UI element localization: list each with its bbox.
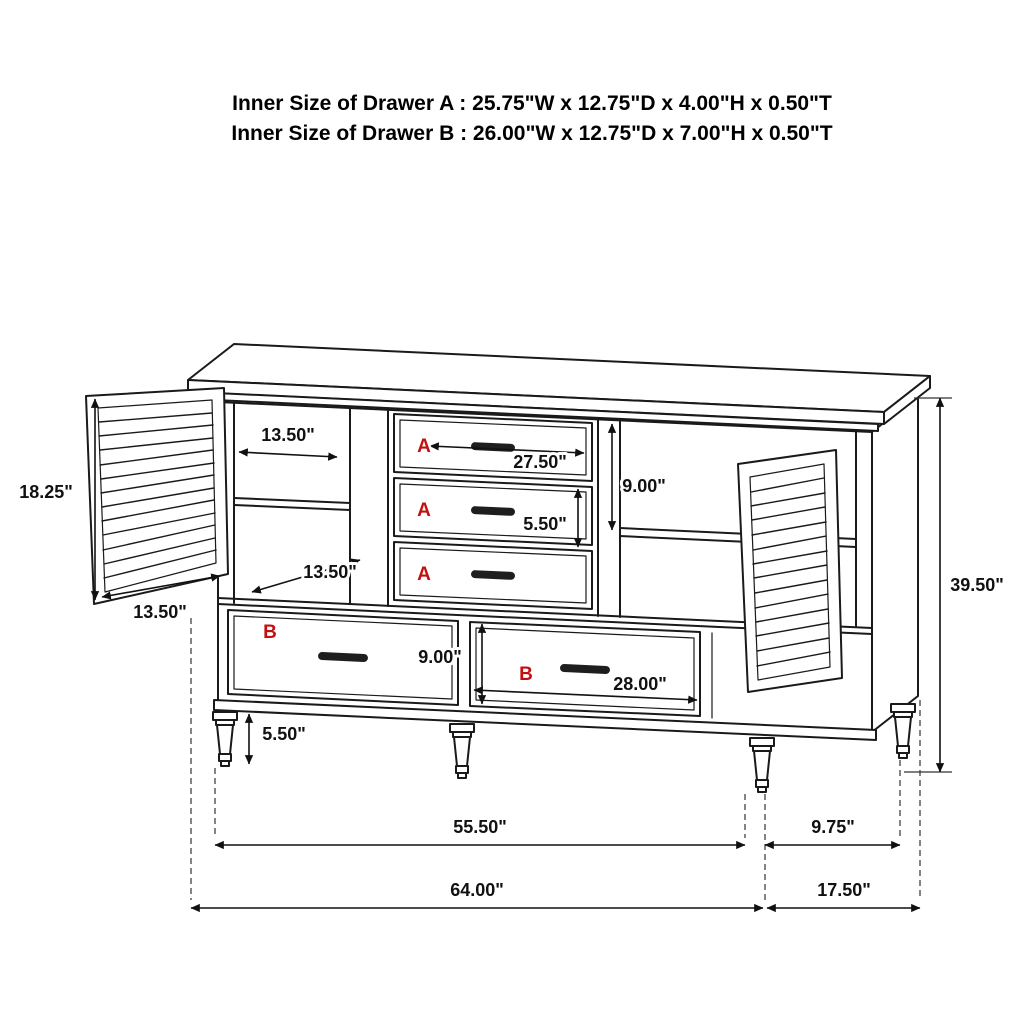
dim-overall-width: 64.00" [190, 877, 764, 913]
dim-shelf-depth-arrow [251, 558, 361, 594]
dim-drawer-a-height: 5.50" [520, 488, 583, 548]
dimensions: 13.50" 18.25" 13.50" 13.50" 27.50" 5.50"… [16, 397, 1007, 913]
dim-right-opening-height: 9.00" [607, 423, 669, 531]
left-door-louvers [98, 412, 217, 579]
dim-overall-depth-label: 17.50" [817, 880, 871, 900]
leg-front-right [749, 737, 775, 793]
dim-shelf-depth-label: 13.50" [303, 562, 357, 582]
dim-shelf-width-arrow [238, 448, 338, 461]
dim-overall-height-label: 39.50" [950, 575, 1004, 595]
dim-drawer-b-height-label: 9.00" [418, 647, 462, 667]
dim-back-leg-offset: 9.75" [764, 814, 901, 850]
dim-drawer-b-height: 9.00" [415, 623, 487, 705]
cabinet-right-side-panel [871, 395, 919, 733]
dim-left-door-height-label: 18.25" [19, 482, 73, 502]
left-door-open [85, 387, 229, 605]
title-line-1: Inner Size of Drawer A : 25.75"W x 12.75… [232, 92, 832, 115]
dim-drawer-a-width-arrow [429, 442, 585, 457]
cabinet-top [187, 343, 931, 432]
dim-left-door-width: 13.50" [101, 573, 221, 625]
title-line-2: Inner Size of Drawer B : 26.00"W x 12.75… [231, 122, 832, 145]
left-compartment-shelf [233, 497, 351, 511]
drawer-b-1-label: B [263, 622, 277, 643]
dim-drawer-a-width: 27.50" [429, 442, 585, 475]
drawer-b-1-handle [318, 652, 368, 662]
dim-drawer-a-width-label: 27.50" [513, 452, 567, 472]
dim-drawer-b-width-label: 28.00" [613, 674, 667, 694]
right-door-open [737, 449, 843, 693]
dim-shelf-width-label: 13.50" [261, 425, 315, 445]
legs [212, 703, 916, 793]
dim-left-door-width-arrow [101, 573, 221, 600]
right-door-frame [749, 463, 831, 681]
leg-front-left [212, 711, 238, 767]
top-right-edge [883, 375, 931, 425]
dim-overall-height: 39.50" [935, 397, 1007, 773]
base-molding [213, 699, 877, 741]
dim-leg-span-label: 55.50" [453, 817, 507, 837]
dim-left-door-width-label: 13.50" [133, 602, 187, 622]
dim-overall-width-label: 64.00" [450, 880, 504, 900]
leg-front-center [449, 723, 475, 779]
left-door-frame [97, 399, 217, 593]
drawer-a-1-label: A [417, 436, 431, 457]
dim-overall-depth: 17.50" [766, 877, 921, 913]
dim-drawer-a-height-label: 5.50" [523, 514, 567, 534]
left-door-panel [85, 387, 229, 605]
dim-shelf-depth-lower-left: 13.50" [251, 558, 361, 594]
drawer-b-2-handle [560, 664, 610, 674]
drawer-labels: A A A B B [261, 434, 536, 688]
drawer-a-3-handle [471, 570, 515, 580]
drawer-a-2-handle [471, 506, 515, 516]
dim-right-opening-height-label: 9.00" [622, 476, 666, 496]
drawer-b-2-label: B [519, 664, 533, 685]
dim-shelf-width-top-left: 13.50" [238, 422, 338, 461]
dim-leg-height-label: 5.50" [262, 724, 306, 744]
leg-back-right [890, 703, 916, 759]
dim-leg-height: 5.50" [244, 713, 309, 765]
drawer-a-3-label: A [417, 564, 431, 585]
dim-back-leg-offset-label: 9.75" [811, 817, 855, 837]
dim-drawer-b-width: 28.00" [473, 671, 698, 704]
dim-drawer-b-width-arrow [473, 686, 698, 704]
dim-leg-span: 55.50" [214, 814, 746, 850]
right-door-louvers [750, 477, 831, 667]
drawer-a-2-label: A [417, 500, 431, 521]
dim-left-door-height: 18.25" [16, 398, 100, 601]
center-right-partition [597, 418, 621, 618]
